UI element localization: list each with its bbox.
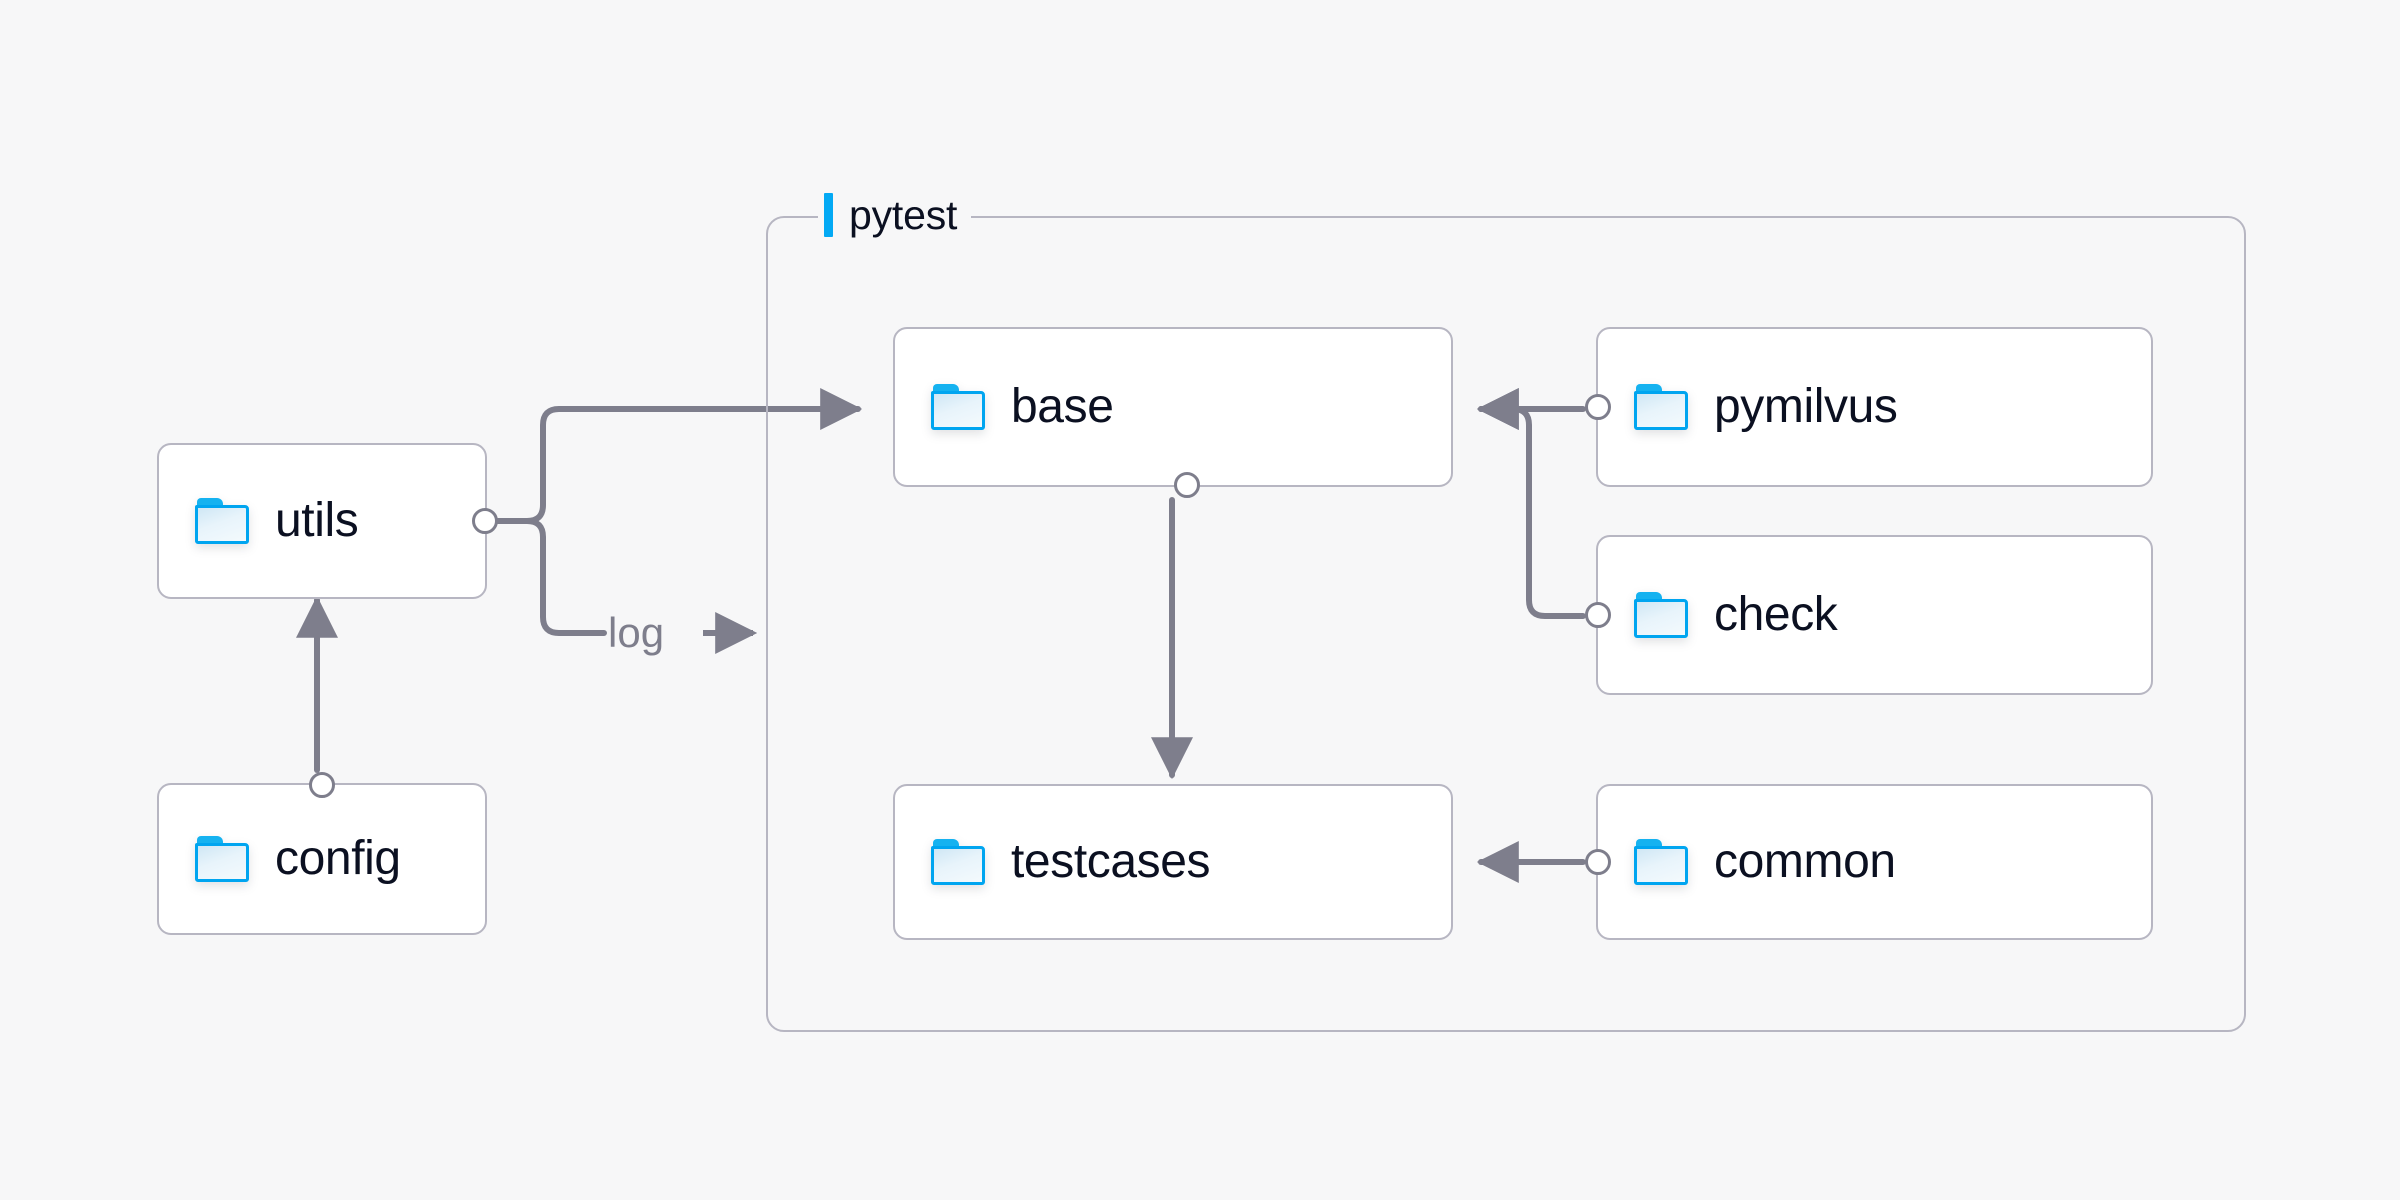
node-testcases-label: testcases bbox=[1011, 835, 1211, 888]
node-config-label: config bbox=[275, 832, 401, 885]
node-check[interactable]: check bbox=[1585, 535, 2153, 695]
node-utils-label: utils bbox=[275, 494, 359, 547]
node-common[interactable]: common bbox=[1585, 784, 2153, 940]
folder-icon bbox=[1634, 592, 1688, 638]
group-pytest[interactable] bbox=[766, 216, 2246, 1032]
node-base-label: base bbox=[1011, 380, 1114, 433]
handle-common-left[interactable] bbox=[1585, 849, 1611, 875]
group-pytest-label: pytest bbox=[818, 188, 972, 242]
node-pymilvus-label: pymilvus bbox=[1714, 380, 1898, 433]
handle-config-top[interactable] bbox=[309, 772, 335, 798]
handle-base-bottom[interactable] bbox=[1174, 472, 1200, 498]
folder-icon bbox=[195, 836, 249, 882]
folder-icon bbox=[1634, 384, 1688, 430]
node-common-label: common bbox=[1714, 835, 1896, 888]
folder-icon bbox=[1634, 839, 1688, 885]
group-title: pytest bbox=[849, 191, 958, 238]
node-utils[interactable]: utils bbox=[157, 443, 498, 599]
node-pymilvus[interactable]: pymilvus bbox=[1585, 327, 2153, 487]
folder-icon bbox=[195, 498, 249, 544]
group-accent-bar bbox=[824, 193, 833, 237]
handle-check-left[interactable] bbox=[1585, 602, 1611, 628]
handle-pymilvus-left[interactable] bbox=[1585, 394, 1611, 420]
folder-icon bbox=[931, 384, 985, 430]
edge-label-log: log bbox=[608, 609, 665, 656]
handle-utils-right[interactable] bbox=[472, 508, 498, 534]
node-config[interactable]: config bbox=[157, 772, 487, 935]
edge-utils-log bbox=[484, 518, 607, 636]
folder-icon bbox=[931, 839, 985, 885]
node-check-label: check bbox=[1714, 588, 1838, 641]
node-testcases[interactable]: testcases bbox=[893, 784, 1453, 940]
node-base[interactable]: base bbox=[893, 327, 1453, 498]
